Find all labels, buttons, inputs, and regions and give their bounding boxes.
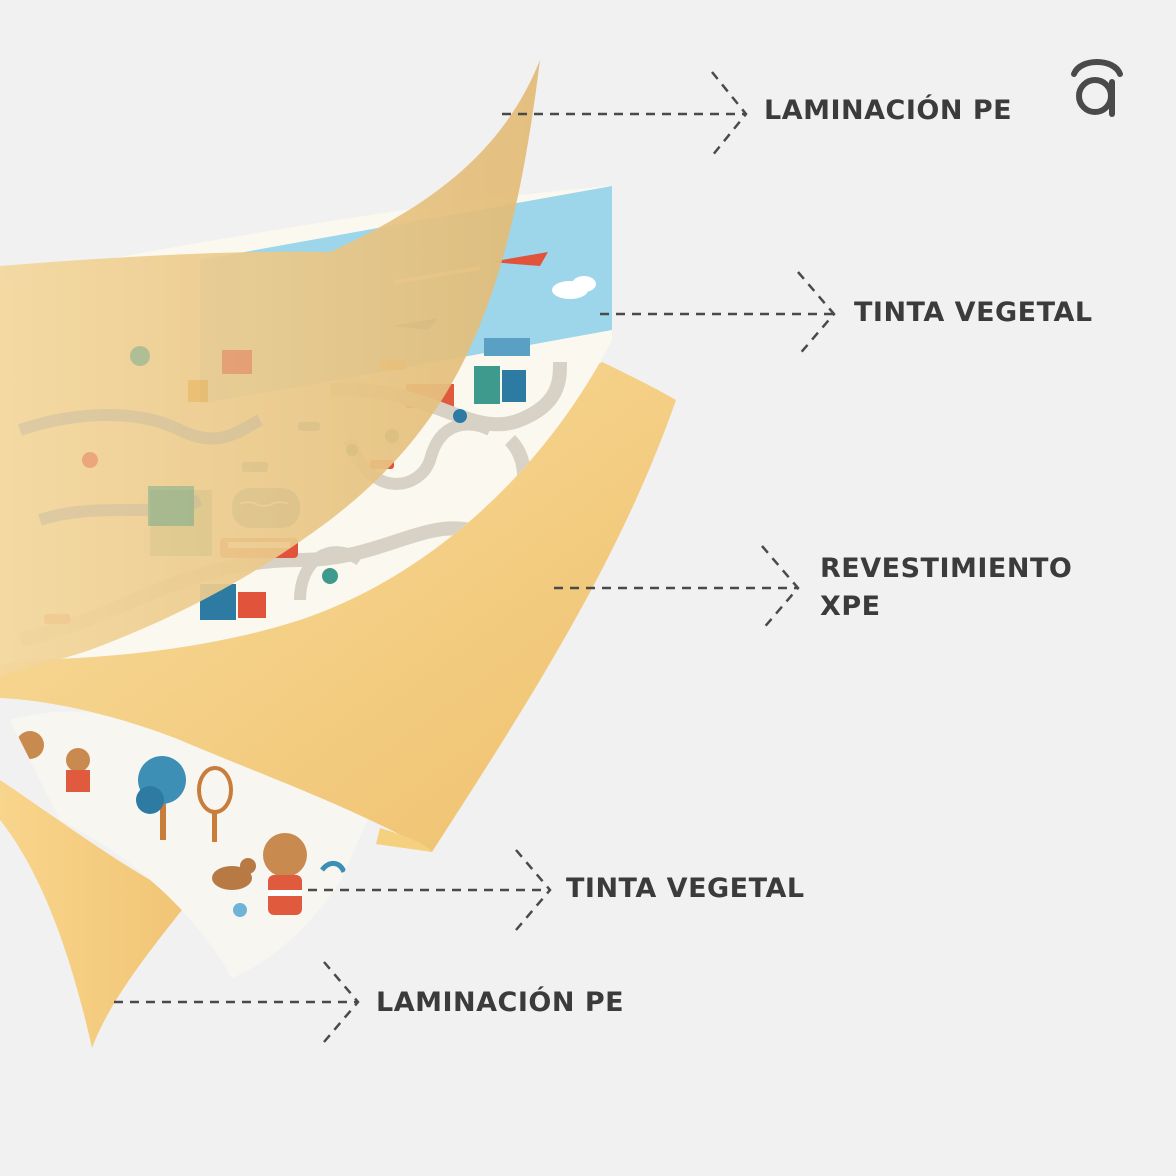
label-bottom-ink: TINTA VEGETAL	[566, 873, 805, 904]
label-coating-line2: XPE	[820, 591, 881, 622]
arrow-top-ink	[600, 271, 836, 357]
label-top-ink: TINTA VEGETAL	[854, 297, 1093, 328]
label-bottom-lamination: LAMINACIÓN PE	[376, 987, 625, 1018]
letter-a-logo-icon	[1071, 59, 1123, 117]
top-lamination-show-through	[18, 346, 263, 526]
arrow-bottom-ink	[308, 849, 552, 931]
label-coating-line1: REVESTIMIENTO	[820, 553, 1073, 584]
arrow-coating	[554, 545, 800, 631]
arrow-top-lamination	[502, 71, 748, 157]
bottom-lamination-curl	[0, 780, 190, 1048]
label-top-lamination: LAMINACIÓN PE	[764, 95, 1013, 126]
arrow-bottom-lamination	[114, 961, 360, 1043]
top-lamination-sheet	[0, 60, 540, 676]
